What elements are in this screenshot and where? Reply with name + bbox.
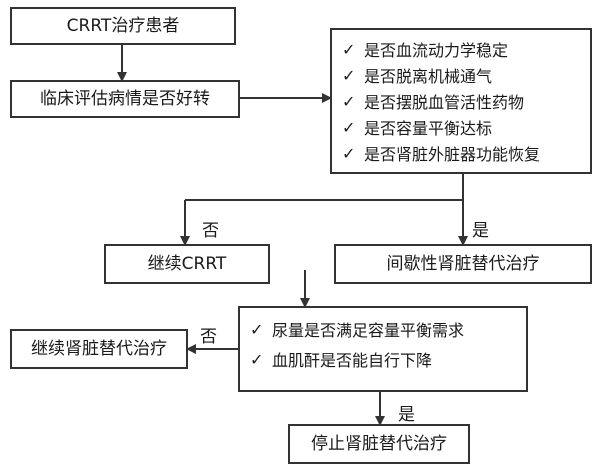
node-intermittent-label: 间歇性肾脏替代治疗 <box>386 253 540 274</box>
check-icon: ✓ <box>342 91 356 111</box>
criteria-item: ✓ 是否摆脱血管活性药物 <box>342 88 582 114</box>
criteria-text: 是否脱离机械通气 <box>364 67 493 86</box>
check-icon: ✓ <box>250 319 264 339</box>
node-continue-rrt-label: 继续肾脏替代治疗 <box>31 338 167 359</box>
label-yes-top: 是 <box>472 221 489 241</box>
criteria-item: ✓ 是否肾脏外脏器功能恢复 <box>342 140 582 166</box>
label-yes-bottom: 是 <box>398 405 415 425</box>
node-continue-rrt: 继续肾脏替代治疗 <box>10 329 188 369</box>
node-crrt-patient: CRRT治疗患者 <box>10 7 236 45</box>
criteria-item: ✓ 是否脱离机械通气 <box>342 62 582 88</box>
criteria-text: 血肌酐是否能自行下降 <box>272 351 433 370</box>
label-no-bottom: 否 <box>200 327 217 347</box>
criteria-item: ✓ 是否血流动力学稳定 <box>342 36 582 62</box>
criteria-text: 是否摆脱血管活性药物 <box>364 93 525 112</box>
check-icon: ✓ <box>342 65 356 85</box>
node-intermittent: 间歇性肾脏替代治疗 <box>334 244 592 284</box>
node-continue-crrt: 继续CRRT <box>104 244 270 284</box>
node-crrt-patient-label: CRRT治疗患者 <box>66 15 180 36</box>
node-clinical-eval: 临床评估病情是否好转 <box>10 80 240 118</box>
check-icon: ✓ <box>342 143 356 163</box>
node-stop-rrt: 停止肾脏替代治疗 <box>288 424 470 464</box>
criteria-box-bottom: ✓ 尿量是否满足容量平衡需求 ✓ 血肌酐是否能自行下降 <box>238 306 528 392</box>
node-continue-crrt-label: 继续CRRT <box>147 253 227 274</box>
check-icon: ✓ <box>342 39 356 59</box>
check-icon: ✓ <box>342 117 356 137</box>
criteria-item: ✓ 是否容量平衡达标 <box>342 114 582 140</box>
criteria-item: ✓ 血肌酐是否能自行下降 <box>250 344 518 374</box>
criteria-text: 尿量是否满足容量平衡需求 <box>272 321 465 340</box>
criteria-text: 是否肾脏外脏器功能恢复 <box>364 145 541 164</box>
criteria-text: 是否容量平衡达标 <box>364 119 493 138</box>
label-no-top: 否 <box>202 221 219 241</box>
node-clinical-eval-label: 临床评估病情是否好转 <box>40 88 210 109</box>
criteria-box-top: ✓ 是否血流动力学稳定 ✓ 是否脱离机械通气 ✓ 是否摆脱血管活性药物 ✓ 是否容量平衡… <box>330 28 592 174</box>
criteria-item: ✓ 尿量是否满足容量平衡需求 <box>250 314 518 344</box>
criteria-text: 是否血流动力学稳定 <box>364 41 509 60</box>
check-icon: ✓ <box>250 349 264 369</box>
node-stop-rrt-label: 停止肾脏替代治疗 <box>311 433 447 454</box>
